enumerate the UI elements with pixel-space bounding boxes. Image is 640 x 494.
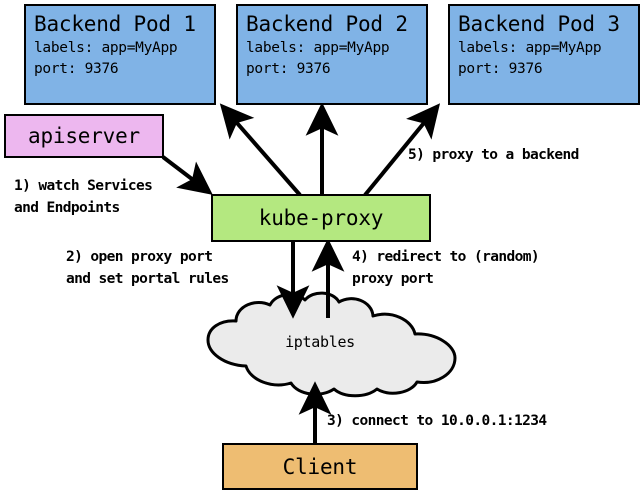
annotation-step-5: 5) proxy to a backend <box>408 147 579 163</box>
node-apiserver[interactable]: apiserver <box>4 114 164 158</box>
edge-kubeproxy-to-pod3 <box>363 103 441 197</box>
node-backend-pod-2[interactable]: Backend Pod 2 labels: app=MyApp port: 93… <box>236 4 428 105</box>
annotation-step-3: 3) connect to 10.0.0.1:1234 <box>327 413 547 429</box>
pod-2-title: Backend Pod 2 <box>246 12 408 36</box>
edge-apiserver-to-kubeproxy <box>161 155 213 195</box>
annotation-step-1: 1) watch Services and Endpoints <box>14 178 153 216</box>
pod-1-title: Backend Pod 1 <box>34 12 196 36</box>
node-kube-proxy[interactable]: kube-proxy <box>211 194 431 242</box>
client-label: Client <box>282 454 358 479</box>
annotation-step-2: 2) open proxy port and set portal rules <box>66 249 229 287</box>
kube-proxy-label: kube-proxy <box>258 206 384 230</box>
node-client[interactable]: Client <box>222 443 418 490</box>
pod-3-labels: labels: app=MyApp <box>458 40 602 56</box>
pod-2-labels: labels: app=MyApp <box>246 40 390 56</box>
annotation-step-4: 4) redirect to (random) proxy port <box>352 249 540 287</box>
pod-1-port: port: 9376 <box>34 61 119 77</box>
node-backend-pod-3[interactable]: Backend Pod 3 labels: app=MyApp port: 93… <box>448 4 640 105</box>
pod-1-labels: labels: app=MyApp <box>34 40 178 56</box>
iptables-label: iptables <box>285 333 355 351</box>
apiserver-label: apiserver <box>28 124 140 148</box>
pod-3-port: port: 9376 <box>458 61 543 77</box>
pod-2-port: port: 9376 <box>246 61 331 77</box>
edge-kubeproxy-to-pod1 <box>219 103 302 197</box>
pod-3-title: Backend Pod 3 <box>458 12 620 36</box>
node-backend-pod-1[interactable]: Backend Pod 1 labels: app=MyApp port: 93… <box>24 4 216 105</box>
